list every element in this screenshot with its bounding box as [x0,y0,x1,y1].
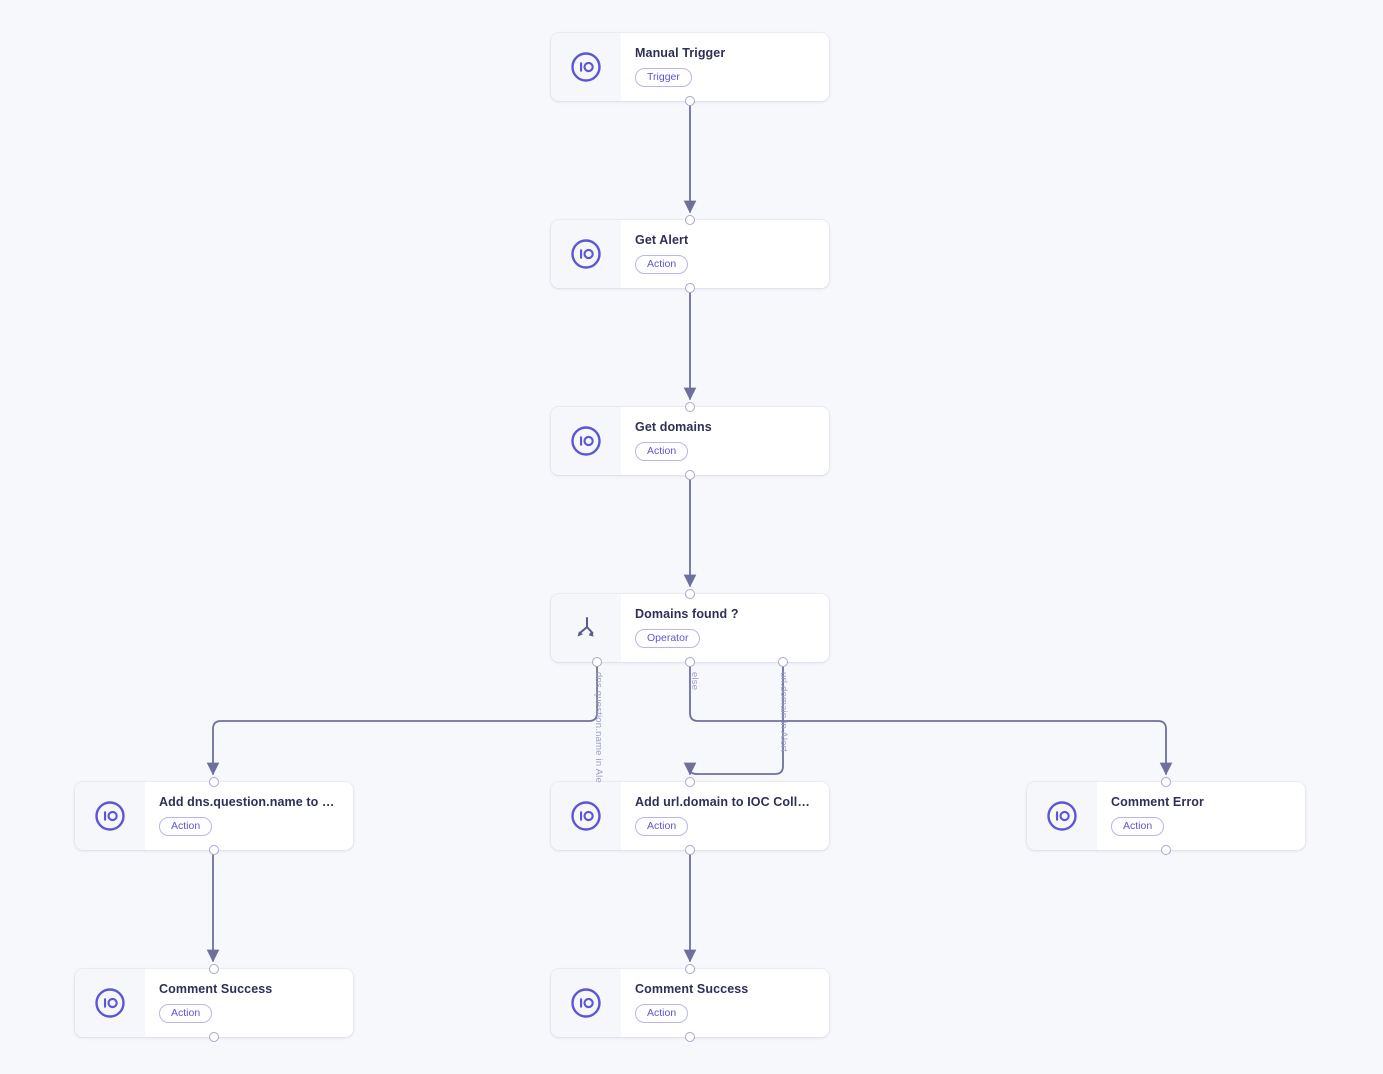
port-input[interactable] [685,777,695,787]
node-icon-panel [551,782,621,850]
status-badge: Operator [635,628,701,648]
status-badge: Action [159,816,213,836]
edge-label-dns-question-name: dns.question.name in Ale [593,672,604,783]
node-icon-panel [1027,782,1097,850]
io-circle-icon [571,988,601,1018]
node-domains-found[interactable]: Domains found ? Operator [551,589,829,667]
io-circle-icon [95,988,125,1018]
port-output[interactable] [1161,845,1171,855]
port-output[interactable] [685,1032,695,1042]
node-title: Comment Success [635,983,749,996]
node-body: Comment Error Action [1097,782,1305,850]
node-get-alert[interactable]: Get Alert Action [551,215,829,293]
edge-label-url-domain: url.domain in Alert [778,672,789,752]
port-input[interactable] [209,777,219,787]
node-comment-error[interactable]: Comment Error Action [1027,777,1305,855]
node-body: Get domains Action [621,407,829,475]
node-icon-panel [551,33,621,101]
port-input[interactable] [685,215,695,225]
node-title: Comment Success [159,983,273,996]
node-add-dns-question-name[interactable]: Add dns.question.name to IOC ... Action [75,777,353,855]
port-output-branch-url[interactable] [778,657,788,667]
port-output[interactable] [209,845,219,855]
io-circle-icon [571,239,601,269]
node-title: Get Alert [635,234,689,247]
status-badge: Action [1111,816,1165,836]
port-output[interactable] [685,470,695,480]
node-icon-panel [551,220,621,288]
node-title: Manual Trigger [635,47,726,60]
port-input[interactable] [685,964,695,974]
status-badge: Action [635,441,689,461]
status-badge: Action [635,816,689,836]
node-manual-trigger[interactable]: Manual Trigger Trigger [551,33,829,106]
node-icon-panel [551,969,621,1037]
node-title: Get domains [635,421,712,434]
edge-domains-found-to-add-url-domain [683,661,784,776]
edge-domains-found-to-comment-error [689,661,1173,776]
node-icon-panel [551,594,621,662]
node-icon-panel [75,782,145,850]
node-body: Add url.domain to IOC Collection Action [621,782,829,850]
port-output[interactable] [685,96,695,106]
node-body: Comment Success Action [621,969,829,1037]
node-title: Add dns.question.name to IOC ... [159,796,337,809]
status-badge: Action [159,1003,213,1023]
port-output-branch-dns[interactable] [592,657,602,667]
node-add-url-domain[interactable]: Add url.domain to IOC Collection Action [551,777,829,855]
port-input[interactable] [685,589,695,599]
node-comment-success-center[interactable]: Comment Success Action [551,964,829,1042]
io-circle-icon [571,801,601,831]
node-title: Comment Error [1111,796,1204,809]
node-title: Add url.domain to IOC Collection [635,796,813,809]
node-comment-success-left[interactable]: Comment Success Action [75,964,353,1042]
node-title: Domains found ? [635,608,739,621]
port-output-branch-else[interactable] [685,657,695,667]
node-body: Manual Trigger Trigger [621,33,829,101]
node-get-domains[interactable]: Get domains Action [551,402,829,480]
node-icon-panel [551,407,621,475]
branch-split-icon [577,617,594,637]
port-output[interactable] [685,283,695,293]
io-circle-icon [1047,801,1077,831]
edge-label-else: else [689,672,700,691]
io-circle-icon [571,426,601,456]
status-badge: Action [635,254,689,274]
port-output[interactable] [685,845,695,855]
node-body: Add dns.question.name to IOC ... Action [145,782,353,850]
io-circle-icon [571,52,601,82]
node-body: Get Alert Action [621,220,829,288]
node-icon-panel [75,969,145,1037]
port-input[interactable] [1161,777,1171,787]
port-input[interactable] [685,402,695,412]
io-circle-icon [95,801,125,831]
node-body: Comment Success Action [145,969,353,1037]
status-badge: Trigger [635,67,692,87]
port-output[interactable] [209,1032,219,1042]
status-badge: Action [635,1003,689,1023]
node-body: Domains found ? Operator [621,594,829,662]
port-input[interactable] [209,964,219,974]
edge-domains-found-to-add-dns [206,661,598,776]
